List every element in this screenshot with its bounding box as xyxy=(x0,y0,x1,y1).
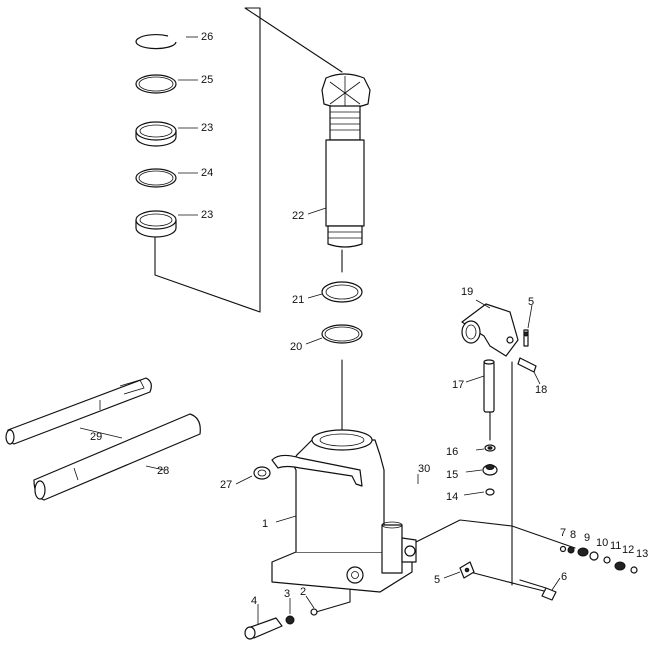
pin-6 xyxy=(519,579,557,601)
callout-14: 14 xyxy=(446,491,458,503)
ring-25 xyxy=(135,74,177,94)
callout-17: 17 xyxy=(452,379,464,391)
ring-20 xyxy=(321,324,363,344)
callout-28: 28 xyxy=(157,465,169,477)
ring-21 xyxy=(321,281,363,303)
pump-bracket-19 xyxy=(461,303,519,357)
callout-29: 29 xyxy=(90,431,102,443)
callout-7: 7 xyxy=(560,527,566,539)
ring-26 xyxy=(135,34,177,50)
nut-15 xyxy=(482,464,498,476)
callout-1: 1 xyxy=(262,518,268,530)
callout-2: 2 xyxy=(300,586,306,598)
callout-13: 13 xyxy=(636,548,648,560)
callout-22: 22 xyxy=(292,210,304,222)
callout-23-lower: 23 xyxy=(201,209,213,221)
ram-22 xyxy=(321,73,371,248)
callout-11: 11 xyxy=(610,540,621,552)
seal-23-upper xyxy=(135,121,177,147)
callout-21: 21 xyxy=(292,294,304,306)
callout-15: 15 xyxy=(446,469,458,481)
plunger-17 xyxy=(483,359,495,413)
callout-23-upper: 23 xyxy=(201,122,213,134)
leader-lines xyxy=(79,36,561,624)
pin-5-lower xyxy=(459,561,475,579)
callout-20: 20 xyxy=(290,341,302,353)
washer-16 xyxy=(484,444,496,452)
callout-8: 8 xyxy=(570,529,576,541)
valve-parts-7-13 xyxy=(559,545,638,574)
callout-labels: 26 25 23 24 23 22 21 20 1 27 29 28 30 19… xyxy=(90,31,648,607)
handle-29 xyxy=(5,377,152,445)
callout-19: 19 xyxy=(461,286,473,298)
callout-30: 30 xyxy=(418,463,430,475)
pin-5-upper xyxy=(523,329,529,347)
callout-12: 12 xyxy=(622,544,634,556)
handle-28 xyxy=(33,413,201,501)
ball-2 xyxy=(310,608,318,616)
callout-10: 10 xyxy=(596,537,608,549)
seal-3 xyxy=(285,615,295,625)
callout-27: 27 xyxy=(220,479,232,491)
jack-body-1 xyxy=(271,429,417,593)
filler-plug-27 xyxy=(253,466,271,480)
valve-4 xyxy=(244,617,283,640)
callout-5-lower: 5 xyxy=(434,574,440,586)
callout-16: 16 xyxy=(446,446,458,458)
oring-14 xyxy=(485,488,495,496)
callout-5-upper: 5 xyxy=(528,296,534,308)
callout-24: 24 xyxy=(201,167,213,179)
callout-4: 4 xyxy=(251,595,257,607)
callout-6: 6 xyxy=(561,571,567,583)
pin-18 xyxy=(517,357,537,373)
seal-23-lower xyxy=(135,210,177,238)
callout-3: 3 xyxy=(284,588,290,600)
callout-9: 9 xyxy=(584,532,590,544)
ring-24 xyxy=(135,168,177,188)
callout-18: 18 xyxy=(535,384,547,396)
callout-25: 25 xyxy=(201,74,213,86)
callout-26: 26 xyxy=(201,31,213,43)
assembly-guide-lines xyxy=(154,7,576,613)
